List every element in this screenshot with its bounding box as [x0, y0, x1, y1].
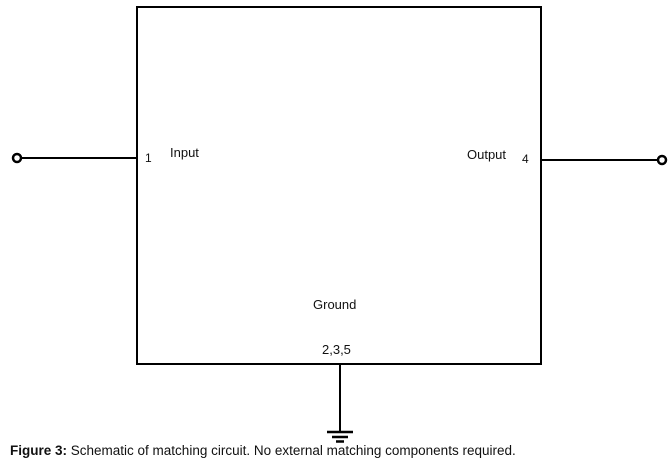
- pin-numbers-ground: 2,3,5: [322, 342, 351, 357]
- figure-caption: Figure 3: Schematic of matching circuit.…: [10, 443, 516, 459]
- output-terminal-icon: [656, 154, 668, 166]
- figure-caption-prefix: Figure 3:: [10, 443, 68, 458]
- figure-caption-text: Schematic of matching circuit. No extern…: [67, 443, 516, 458]
- circuit-block-outline: [136, 6, 542, 365]
- pin-label-input: Input: [170, 145, 199, 160]
- pin-label-output: Output: [467, 147, 507, 162]
- pin-number-input: 1: [145, 151, 152, 165]
- pin-label-ground: Ground: [313, 297, 357, 312]
- pin-number-output: 4: [522, 152, 529, 166]
- input-terminal-icon: [11, 152, 23, 164]
- ground-symbol-icon: [327, 430, 353, 443]
